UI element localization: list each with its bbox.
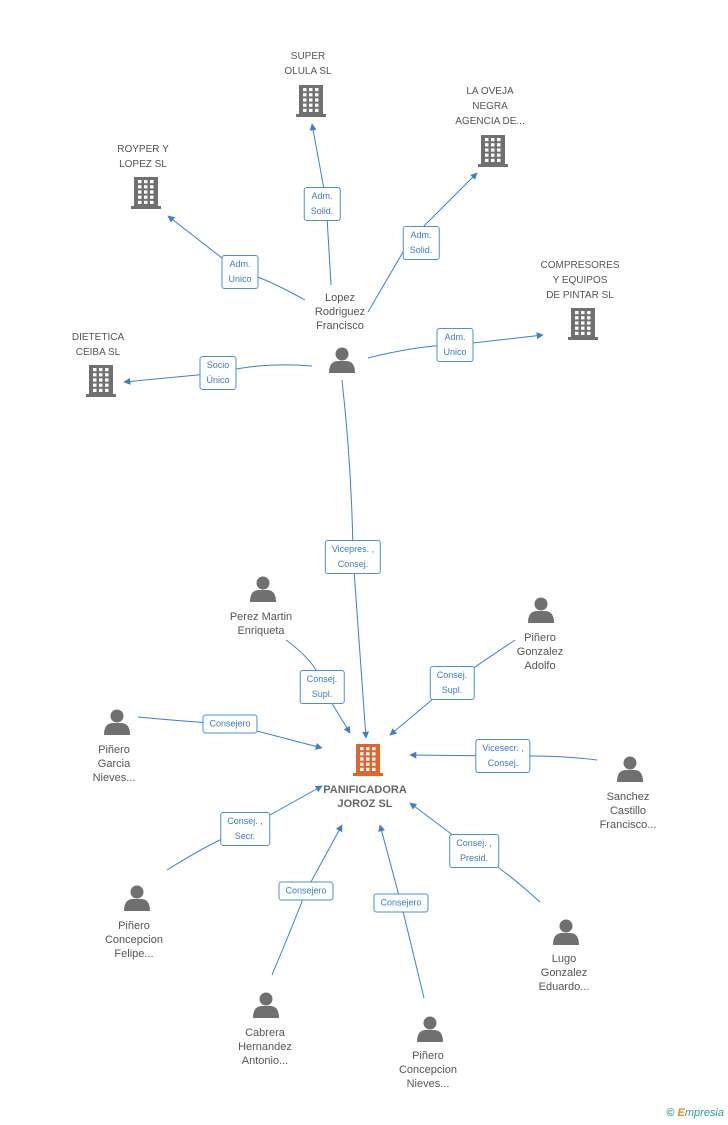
person-icon-pcnieves[interactable] <box>417 1016 443 1043</box>
relation-label[interactable]: Vicepres. , Consej. <box>324 540 382 574</box>
relation-label[interactable]: Consejero <box>202 714 258 734</box>
relation-label[interactable]: Consejero <box>278 881 334 901</box>
brand-name: mpresia <box>684 1107 724 1119</box>
company-label-oveja[interactable]: LA OVEJA NEGRA AGENCIA DE... <box>455 86 525 127</box>
person-label-lopez[interactable]: Lopez Rodriguez Francisco <box>314 292 366 332</box>
person-icon-pgadolfo[interactable] <box>528 597 554 624</box>
person-label-perez[interactable]: Perez Martin Enriqueta <box>229 611 293 637</box>
building-icon-dietetica[interactable] <box>86 365 116 397</box>
person-label-lugo[interactable]: Lugo Gonzalez Eduardo... <box>538 953 590 993</box>
footer-brand[interactable]: © Empresia <box>666 1107 724 1119</box>
brand-initial: E <box>677 1107 685 1119</box>
company-label-super[interactable]: SUPER OLULA SL <box>284 51 332 77</box>
relation-label[interactable]: Consej. , Presid. <box>449 834 499 868</box>
building-icon-compresores[interactable] <box>568 308 598 340</box>
relation-label[interactable]: Adm. Solid. <box>402 226 440 260</box>
company-label-panificadora[interactable]: PANIFICADORA JOROZ SL <box>323 784 407 810</box>
copyright-symbol: © <box>666 1107 675 1119</box>
relation-label[interactable]: Consejero <box>373 893 429 913</box>
relation-label[interactable]: Consej. Supl. <box>429 666 475 700</box>
person-label-cabrera[interactable]: Cabrera Hernandez Antonio... <box>238 1027 292 1067</box>
relation-label[interactable]: Consej. , Secr. <box>220 812 270 846</box>
company-label-royper[interactable]: ROYPER Y LOPEZ SL <box>117 144 169 170</box>
building-icon-panificadora[interactable] <box>353 744 383 776</box>
person-icon-pcfelipe[interactable] <box>124 885 150 912</box>
company-label-compresores[interactable]: COMPRESORES Y EQUIPOS DE PINTAR SL <box>540 260 620 301</box>
person-icon-cabrera[interactable] <box>253 992 279 1019</box>
building-icon-oveja[interactable] <box>478 135 508 167</box>
person-label-sanchez[interactable]: Sanchez Castillo Francisco... <box>599 791 657 831</box>
relation-label[interactable]: Socio Único <box>199 356 237 390</box>
person-icon-sanchez[interactable] <box>617 756 643 783</box>
relation-label[interactable]: Adm. Unico <box>436 328 474 362</box>
person-label-pcnieves[interactable]: Piñero Concepcion Nieves... <box>398 1050 458 1090</box>
person-icon-lopez[interactable] <box>329 347 355 374</box>
building-icon-royper[interactable] <box>131 177 161 209</box>
company-label-dietetica[interactable]: DIETETICA CEIBA SL <box>71 332 125 358</box>
person-label-pcfelipe[interactable]: Piñero Concepcion Felipe... <box>104 920 164 960</box>
relation-label[interactable]: Consej. Supl. <box>299 670 345 704</box>
relation-label[interactable]: Vicesecr. , Consej. <box>475 739 531 773</box>
relation-label[interactable]: Adm. Unico <box>221 255 259 289</box>
person-icon-pgarcia[interactable] <box>104 709 130 736</box>
person-label-pgarcia[interactable]: Piñero Garcia Nieves... <box>92 744 136 784</box>
person-icon-lugo[interactable] <box>553 919 579 946</box>
building-icon-super[interactable] <box>296 85 326 117</box>
person-icon-perez[interactable] <box>250 576 276 603</box>
person-label-pgadolfo[interactable]: Piñero Gonzalez Adolfo <box>516 632 564 672</box>
relation-label[interactable]: Adm. Solid. <box>303 187 341 221</box>
